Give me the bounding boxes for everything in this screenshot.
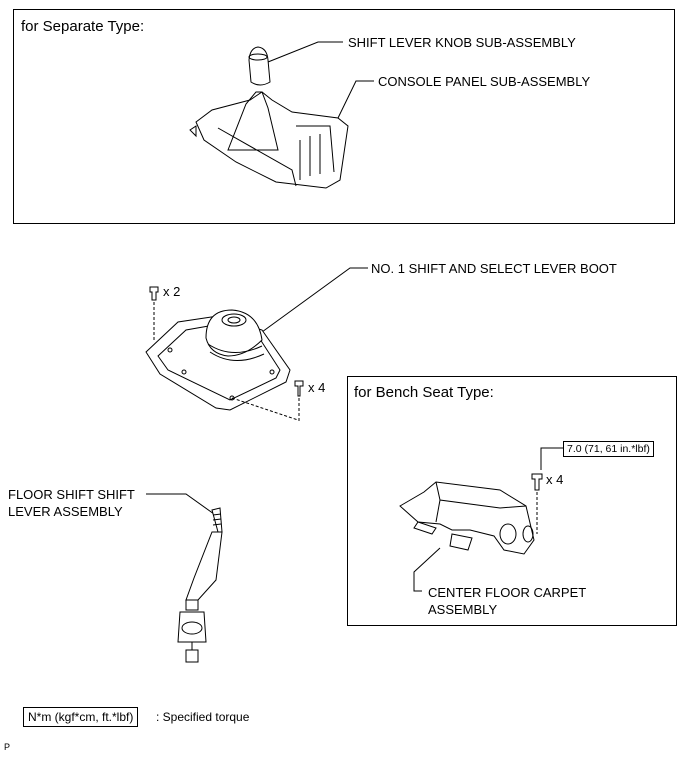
separate-type-panel [13,9,675,224]
torque-legend-box: N*m (kgf*cm, ft.*lbf) [23,707,139,727]
separate-type-title: for Separate Type: [21,18,145,35]
leader-carpet [413,547,441,592]
floor-shift-label-1: FLOOR SHIFT SHIFT [8,487,135,502]
leader-floor-shift [146,493,215,515]
center-floor-carpet-label-1: CENTER FLOOR CARPET [428,585,587,600]
center-floor-carpet-label-2: ASSEMBLY [428,602,498,617]
torque-legend-text: : Specified torque [156,710,250,724]
shift-knob-drawing [248,46,271,86]
bench-seat-type-title: for Bench Seat Type: [354,384,494,401]
console-panel-label: CONSOLE PANEL SUB-ASSEMBLY [378,74,591,89]
floor-shift-label-2: LEVER ASSEMBLY [8,504,123,519]
boot-label: NO. 1 SHIFT AND SELECT LEVER BOOT [371,261,617,276]
bench-seat-type-panel [347,376,677,626]
leader-torque [540,447,563,470]
center-floor-carpet-drawing [399,473,543,555]
clip-drawing [149,286,159,340]
floor-shift-lever-drawing [177,507,223,663]
bolt-quantity: x 4 [546,472,564,487]
shift-lever-knob-label: SHIFT LEVER KNOB SUB-ASSEMBLY [348,35,576,50]
clip-quantity: x 2 [163,284,181,299]
leader-boot [261,267,368,333]
leader-console [337,80,374,119]
screw-drawing [294,380,304,422]
leader-knob [267,41,343,63]
torque-spec-box: 7.0 (71, 61 in.*lbf) [563,441,654,457]
console-panel-drawing [189,91,349,189]
boot-drawing [145,309,299,421]
footer-mark: P [4,742,11,752]
screw-quantity: x 4 [308,380,326,395]
